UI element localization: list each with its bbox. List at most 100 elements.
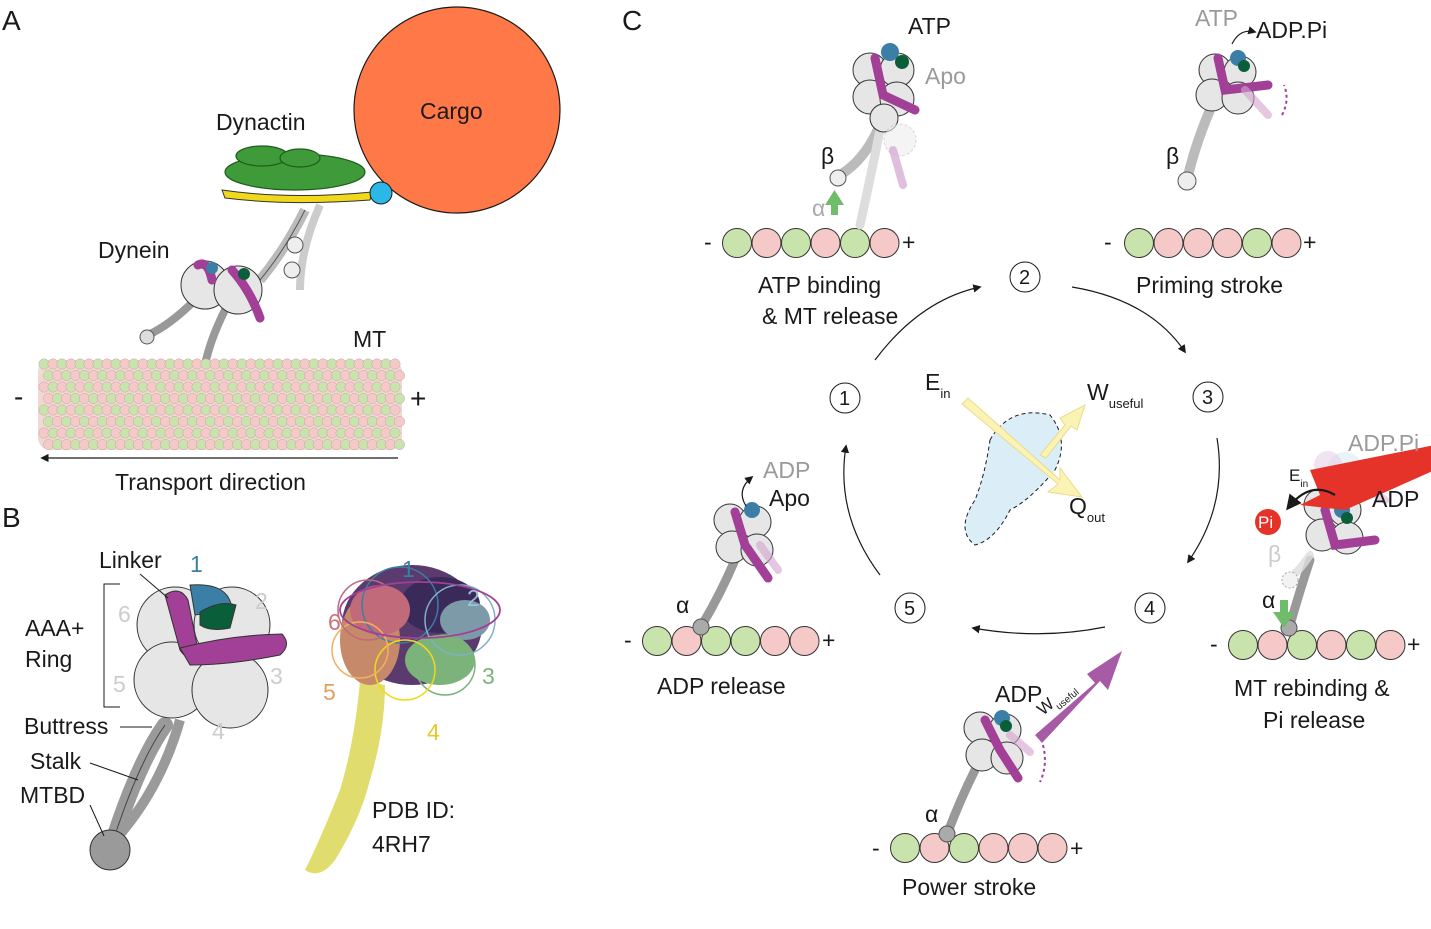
- mt-segment-subunit: [789, 626, 820, 656]
- mt-segment-subunit: [810, 228, 841, 258]
- caption-adp-release: ADP release: [657, 673, 786, 699]
- mt1-minus: -: [704, 229, 712, 255]
- transport-label: Transport direction: [115, 469, 306, 495]
- adp-label-3: ADP: [1372, 486, 1419, 512]
- tubulin-subunit: [389, 404, 401, 416]
- dynein-label: Dynein: [98, 237, 170, 263]
- ring-num-5: 5: [113, 671, 126, 697]
- tubulin-subunit: [389, 381, 401, 393]
- beta-label-2: β: [1166, 143, 1179, 169]
- pdb-num-4: 4: [427, 719, 440, 745]
- adp-label-5: ADP: [763, 457, 810, 483]
- mt-segment-subunit: [1375, 630, 1406, 660]
- caption-atp-binding-1: ATP binding: [758, 272, 881, 298]
- mt-segment-subunit: [1228, 630, 1258, 660]
- pdb-id-value: 4RH7: [372, 831, 431, 857]
- adppi-label-3: ADP.Pi: [1348, 430, 1419, 456]
- mt-segment-subunit: [1212, 228, 1243, 258]
- mt4-plus: +: [1070, 835, 1083, 861]
- panel-c-letter: C: [622, 5, 642, 36]
- caption-atp-binding-2: & MT release: [762, 303, 898, 329]
- dynactin-complex: [221, 145, 393, 205]
- pi-label-3: Pi: [1258, 513, 1273, 532]
- ring-num-3: 3: [270, 663, 283, 689]
- ring-num-4: 4: [212, 718, 225, 744]
- mt-segment-subunit: [760, 626, 790, 656]
- tubulin-subunit: [394, 439, 405, 450]
- mt-segment-subunit: [1242, 228, 1272, 258]
- alpha-label-5: α: [676, 592, 689, 618]
- mt-segments: [642, 228, 1406, 863]
- mt2-minus: -: [1104, 229, 1112, 255]
- beta-label-3: β: [1268, 541, 1281, 567]
- mt-segment-subunit: [1153, 228, 1184, 258]
- motor-priming: [1177, 26, 1288, 191]
- pdb-id-label: PDB ID:: [372, 797, 455, 823]
- dynein-tails: [256, 203, 324, 291]
- mt5-minus: -: [624, 627, 632, 653]
- step-3: 3: [1202, 387, 1213, 409]
- caption-rebinding-1: MT rebinding &: [1234, 675, 1390, 701]
- tubulin-subunit: [394, 370, 405, 381]
- mt-segment-subunit: [840, 228, 870, 258]
- mt-segment-subunit: [1183, 228, 1213, 258]
- mt-segment-subunit: [890, 833, 920, 863]
- panel-b-letter: B: [2, 502, 21, 533]
- pdb-num-6: 6: [328, 609, 341, 635]
- mt1-plus: +: [902, 229, 915, 255]
- mt-minus-end: -: [14, 381, 23, 412]
- tubulin-subunit: [394, 393, 405, 404]
- step-4: 4: [1144, 598, 1155, 620]
- mt-segment-subunit: [869, 228, 900, 258]
- mtbd-label: MTBD: [20, 782, 85, 808]
- ring-num-1: 1: [190, 551, 203, 577]
- adppi-label-2: ADP.Pi: [1256, 17, 1327, 43]
- motor-adp-release: [692, 475, 782, 636]
- caption-rebinding-2: Pi release: [1263, 707, 1365, 733]
- step-1: 1: [839, 388, 850, 410]
- tubulin-subunit: [389, 358, 401, 370]
- mt-segment-subunit: [642, 626, 672, 656]
- step-5: 5: [904, 598, 915, 620]
- alpha-label-3: α: [1262, 587, 1275, 613]
- energy-flow-diagram: [961, 397, 1086, 546]
- ein-red-symbol: Ein: [1289, 466, 1308, 490]
- mt-segment-subunit: [978, 833, 1009, 863]
- pdb-num-1: 1: [402, 556, 415, 582]
- alpha-label-4: α: [925, 801, 938, 827]
- cycle-arrows: [840, 284, 1220, 635]
- pdb-num-3: 3: [482, 663, 495, 689]
- mt3-plus: +: [1407, 631, 1420, 657]
- caption-power-stroke: Power stroke: [902, 874, 1036, 900]
- energy-in-symbol: Ein: [925, 369, 950, 401]
- cargo-label: Cargo: [420, 98, 483, 124]
- step-markers: 1 2 3 4 5: [829, 261, 1224, 624]
- mt-segment-subunit: [1037, 833, 1068, 863]
- pdb-num-2: 2: [467, 585, 480, 611]
- mt-segment-subunit: [1257, 630, 1288, 660]
- aaa-label: AAA+: [25, 615, 84, 641]
- mt-segment-subunit: [1124, 228, 1154, 258]
- mt-segment-subunit: [1316, 630, 1347, 660]
- ring-label: Ring: [25, 646, 72, 672]
- panel-a-letter: A: [2, 5, 21, 36]
- mt-segment-subunit: [1346, 630, 1376, 660]
- cargo-sphere: [353, 6, 561, 214]
- step-2: 2: [1019, 267, 1030, 289]
- adp-label-4: ADP: [995, 681, 1042, 707]
- mt-segment-subunit: [1271, 228, 1302, 258]
- caption-priming: Priming stroke: [1136, 272, 1283, 298]
- buttress-label: Buttress: [24, 713, 108, 739]
- beta-label-1: β: [821, 143, 834, 169]
- stalk-label: Stalk: [30, 748, 82, 774]
- linker-label: Linker: [99, 547, 162, 573]
- mt-segment-subunit: [730, 626, 761, 656]
- ring-num-2: 2: [255, 588, 268, 614]
- mt-segment-subunit: [1008, 833, 1038, 863]
- motor-rebinding: [1255, 445, 1431, 637]
- mt-segment-subunit: [781, 228, 811, 258]
- heat-out-symbol: Qout: [1069, 493, 1105, 525]
- mt-segment-subunit: [722, 228, 752, 258]
- mt3-minus: -: [1210, 631, 1218, 657]
